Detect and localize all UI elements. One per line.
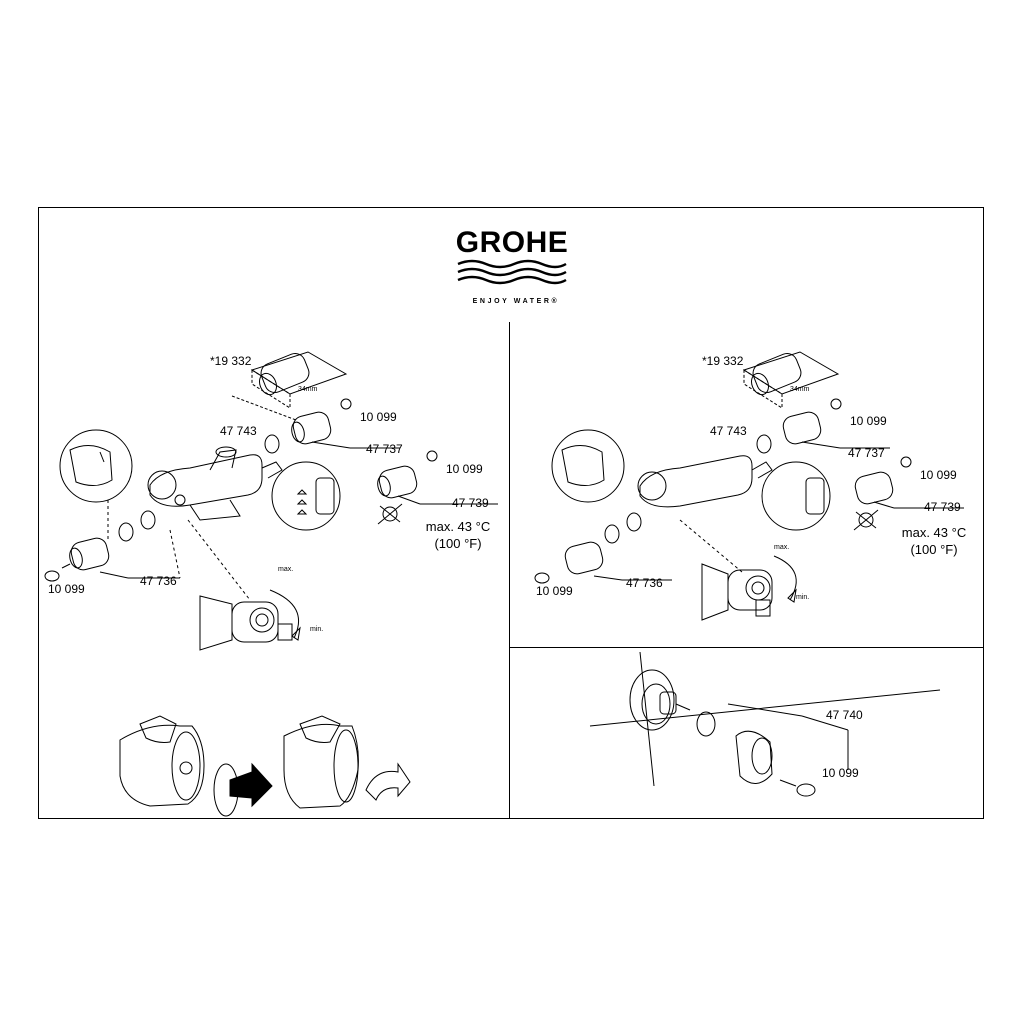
right-label-screw-right: 10 099 [920, 468, 957, 482]
left-handle-install-step-a [120, 716, 272, 816]
left-label-screw-top: 10 099 [360, 410, 397, 424]
left-handle-right [376, 451, 498, 504]
right-handle-bottom [535, 513, 672, 583]
left-handle-install-step-b [284, 716, 410, 808]
right-label-dial-max: max. [774, 544, 790, 551]
right-label-cartridge: *19 332 [702, 354, 744, 368]
right-handle-top [757, 399, 890, 453]
right-temp-stop-icon [854, 510, 878, 530]
left-detail-circle-a [60, 430, 132, 540]
right-mixer-body [638, 456, 772, 507]
left-label-handle-left: 47 736 [140, 574, 177, 588]
left-label-dial-max: max. [278, 566, 294, 573]
right-label-temp-c: max. 43 °C [901, 525, 967, 540]
left-label-handle-top: 47 737 [366, 442, 403, 456]
brand-waves-icon [457, 259, 567, 285]
left-label-seal: 47 743 [220, 424, 257, 438]
left-label-screw-bottom: 10 099 [48, 582, 85, 596]
tile-grid [590, 652, 940, 786]
shower-handle [728, 704, 848, 796]
right-detail-circle-b [762, 462, 830, 530]
left-mixer-body [148, 447, 282, 520]
drawing-frame [38, 207, 984, 819]
right-label-screw-top: 10 099 [850, 414, 887, 428]
left-label-cartridge-size: 34mm [298, 386, 318, 393]
left-dial-assembly [188, 520, 300, 650]
right-label-temp-max: max. 43 °C (100 °F) [894, 524, 974, 558]
brand-tagline: ENJOY WATER® [472, 298, 560, 305]
shower-label-screw: 10 099 [822, 766, 859, 780]
left-label-temp-f: (100 °F) [434, 536, 482, 551]
left-label-temp-c: max. 43 °C [425, 519, 491, 534]
right-detail-circle-a [552, 430, 624, 502]
right-label-handle-right: 47 739 [924, 500, 961, 514]
left-cartridge-box [232, 350, 346, 420]
right-dial-assembly [680, 520, 796, 620]
right-handle-right [853, 457, 964, 508]
right-label-handle-top: 47 737 [848, 446, 885, 460]
left-detail-circle-b [272, 462, 340, 530]
brand-logo-word: GROHE [455, 226, 569, 259]
left-handle-bottom [45, 511, 180, 581]
panel-divider-vertical [509, 322, 510, 819]
right-label-dial-min: min. [796, 594, 810, 601]
panel-divider-horizontal [509, 647, 984, 648]
right-label-cartridge-size: 34mm [790, 386, 810, 393]
right-label-seal: 47 743 [710, 424, 747, 438]
shower-label-handle: 47 740 [826, 708, 863, 722]
right-cartridge-box [744, 350, 838, 408]
shower-adapter [697, 712, 715, 736]
left-label-handle-right: 47 739 [452, 496, 489, 510]
right-label-handle-left: 47 736 [626, 576, 663, 590]
left-handle-top [265, 399, 400, 453]
left-label-cartridge: *19 332 [210, 354, 252, 368]
left-label-screw-right: 10 099 [446, 462, 483, 476]
wall-flange [630, 670, 690, 730]
left-label-temp-max: max. 43 °C (100 °F) [418, 518, 498, 552]
left-label-dial-min: min. [310, 626, 324, 633]
right-label-temp-f: (100 °F) [910, 542, 958, 557]
right-label-screw-bottom: 10 099 [536, 584, 573, 598]
left-temp-stop-icon [378, 504, 402, 524]
